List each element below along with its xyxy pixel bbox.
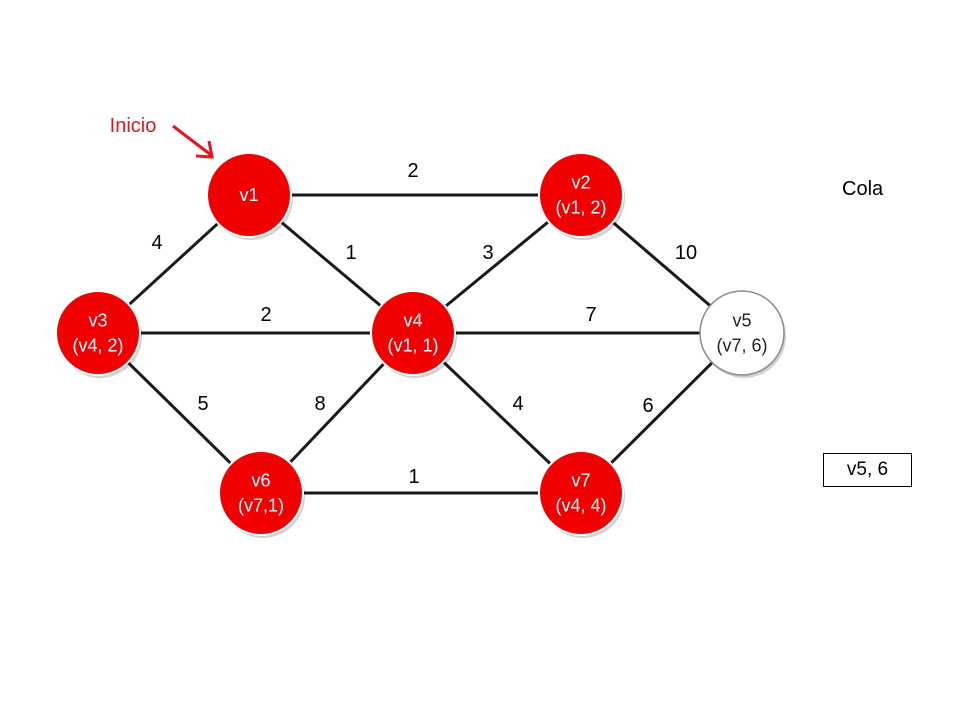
node-path-label: (v7, 6) <box>716 336 767 356</box>
edge-weight-v4-v5: 7 <box>585 304 596 326</box>
queue-item: v5, 6 <box>823 453 912 487</box>
node-v1: v1 <box>206 152 293 240</box>
start-marker: Inicio <box>110 115 214 159</box>
node-v5: v5 (v7, 6) <box>699 290 786 378</box>
queue-title: Cola <box>842 178 884 200</box>
node-path-label: (v7,1) <box>238 496 284 516</box>
edge-weight-v3-v6: 5 <box>197 393 208 415</box>
node-circle-v6 <box>218 450 304 536</box>
node-v3: v3 (v4, 2) <box>55 290 142 378</box>
edge-weight-v2-v5: 10 <box>675 242 697 264</box>
node-v6: v6 (v7,1) <box>218 450 305 538</box>
node-circle-v5 <box>699 290 785 376</box>
node-circle-v2 <box>538 152 624 238</box>
node-v4: v4 (v1, 1) <box>370 290 457 378</box>
node-v2: v2 (v1, 2) <box>538 152 625 240</box>
edge-weight-v1-v2: 2 <box>407 160 418 182</box>
edge-weight-v4-v7: 4 <box>512 393 523 415</box>
node-circle-v7 <box>538 450 624 536</box>
start-label: Inicio <box>110 115 157 137</box>
nodes-layer: v1 v2 (v1, 2) v3 (v4, 2) v4 (v1, 1) v5 (v7, 6) v6… <box>55 152 786 538</box>
node-name: v6 <box>251 471 270 491</box>
node-circle-v3 <box>55 290 141 376</box>
node-v7: v7 (v4, 4) <box>538 450 625 538</box>
edge-weight-v6-v4: 8 <box>314 393 325 415</box>
edge-weight-v7-v5: 6 <box>642 395 653 417</box>
edge-weight-v6-v7: 1 <box>408 466 419 488</box>
edge-weight-v1-v4: 1 <box>345 242 356 264</box>
node-name: v3 <box>88 311 107 331</box>
node-path-label: (v1, 1) <box>387 336 438 356</box>
node-name: v7 <box>571 471 590 491</box>
edge-weights-layer: 2 4 1 3 10 2 7 5 8 4 6 1 <box>151 160 697 488</box>
node-circle-v1 <box>206 152 292 238</box>
edge-weight-v3-v4: 2 <box>260 304 271 326</box>
node-name: v2 <box>571 173 590 193</box>
start-arrow-icon <box>172 124 214 159</box>
node-name: v5 <box>732 311 751 331</box>
node-path-label: (v4, 4) <box>555 496 606 516</box>
node-path-label: (v4, 2) <box>72 336 123 356</box>
node-circle-v4 <box>370 290 456 376</box>
node-path-label: (v1, 2) <box>555 198 606 218</box>
edge-weight-v4-v2: 3 <box>482 242 493 264</box>
node-name: v4 <box>403 311 422 331</box>
edge-weight-v1-v3: 4 <box>151 232 162 254</box>
node-name: v1 <box>239 185 258 205</box>
